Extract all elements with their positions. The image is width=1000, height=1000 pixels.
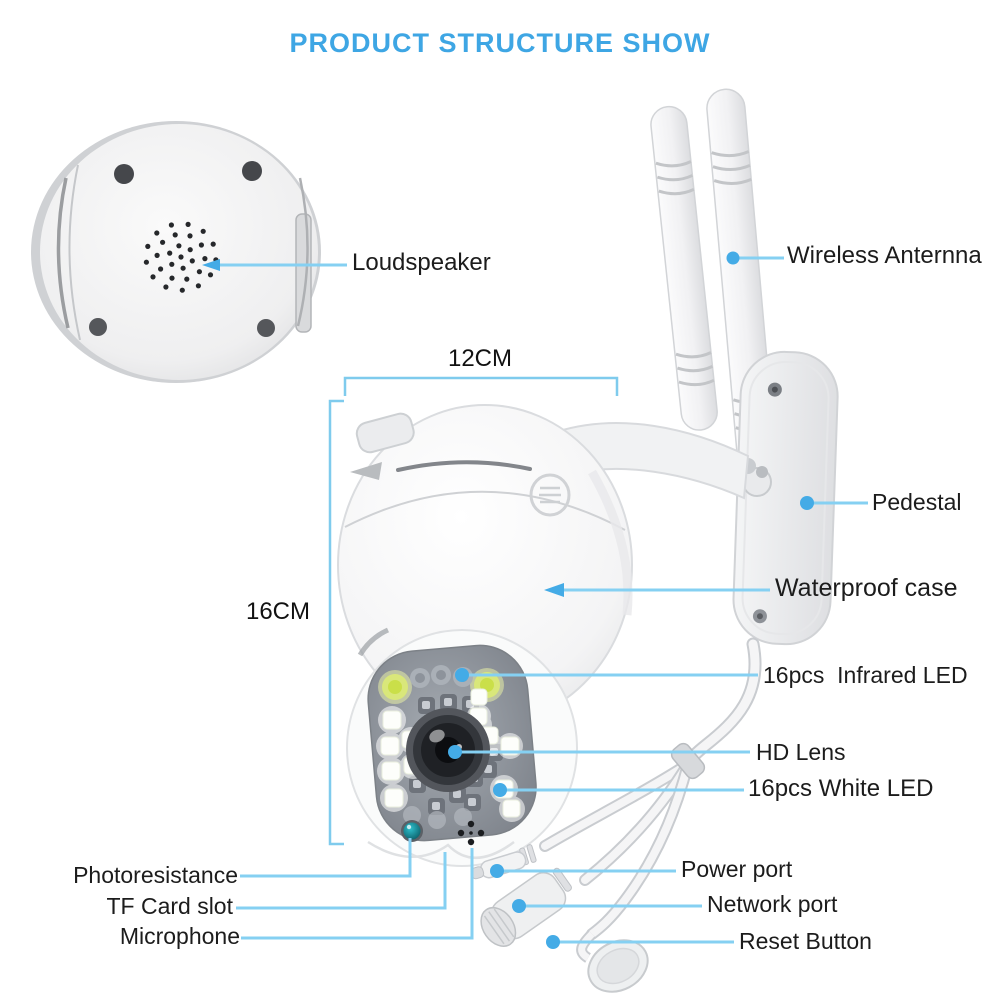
- dome-vent-oval: [529, 473, 571, 517]
- arrow-loudspeaker: [202, 259, 220, 271]
- leader-lines: [208, 256, 868, 944]
- label-hd-lens: HD Lens: [756, 739, 846, 765]
- dimension-lines: [328, 376, 619, 846]
- pedestal-plate: [732, 350, 839, 646]
- leader-endpoints: [202, 251, 814, 949]
- speaker-holes: [143, 221, 219, 293]
- hd-lens: [406, 708, 490, 792]
- camera-face: [346, 627, 578, 867]
- label-microphone: Microphone: [119, 923, 240, 949]
- photoresistor: [401, 820, 423, 842]
- inset-screw: [257, 319, 275, 337]
- speaker-inset: [31, 121, 321, 383]
- pigtail-cables: [539, 637, 762, 940]
- label-wireless-antenna: Wireless Anternna: [787, 242, 982, 269]
- dimension-12cm-label: 12CM: [447, 345, 513, 372]
- microphone-holes: [457, 820, 485, 846]
- inset-screw: [89, 318, 107, 336]
- dimension-16cm-bracket: [328, 399, 344, 846]
- page-title: PRODUCT STRUCTURE SHOW: [289, 28, 711, 58]
- label-power-port: Power port: [681, 856, 793, 882]
- inset-screw: [242, 161, 262, 181]
- label-pedestal: Pedestal: [872, 489, 962, 515]
- label-waterproof-case: Waterproof case: [775, 574, 958, 602]
- inset-screw: [114, 164, 134, 184]
- wireless-antenna-left: [650, 105, 718, 431]
- label-network-port: Network port: [707, 891, 838, 917]
- label-white-led: 16pcs White LED: [748, 775, 934, 802]
- label-photoresistance: Photoresistance: [73, 862, 238, 888]
- label-tf-card-slot: TF Card slot: [106, 893, 233, 919]
- label-infrared-led: 16pcs Infrared LED: [763, 662, 968, 688]
- camera-arm: [554, 422, 750, 500]
- arrow-waterproof-case: [544, 583, 564, 597]
- leader-photoresistance: [240, 838, 412, 878]
- dimension-16cm-label: 16CM: [245, 598, 310, 625]
- leader-tf-card-slot: [236, 852, 447, 910]
- reset-button-connector: [576, 930, 649, 993]
- leader-microphone: [241, 848, 474, 940]
- label-reset-button: Reset Button: [739, 928, 872, 954]
- label-loudspeaker: Loudspeaker: [352, 249, 491, 276]
- dimension-12cm-bracket: [343, 376, 619, 396]
